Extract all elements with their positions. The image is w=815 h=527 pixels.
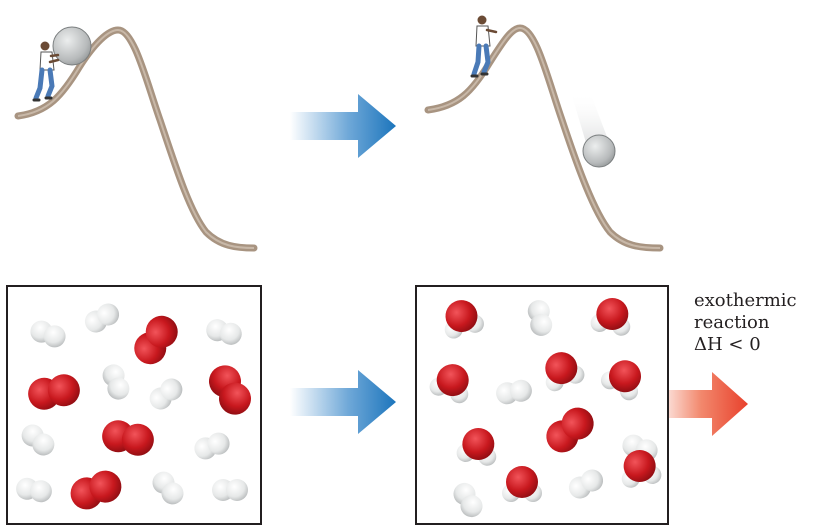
- arrow-right-bottom: [290, 370, 396, 434]
- h2-molecule: [21, 424, 55, 456]
- boulder-icon: [582, 134, 616, 168]
- h2-molecule: [496, 379, 532, 405]
- h2o-molecule: [621, 450, 662, 488]
- h2o-molecule: [502, 466, 542, 502]
- h2-molecule: [568, 469, 604, 499]
- hill-right-panel: [424, 15, 664, 252]
- h2-molecule: [152, 471, 184, 505]
- person-pushing-boulder-icon: [32, 41, 60, 102]
- h2o-molecule: [590, 298, 631, 336]
- h2-molecule: [102, 364, 130, 400]
- h2o-molecule: [456, 428, 497, 466]
- label-delta-h: ΔH < 0: [694, 334, 761, 355]
- h2-molecule: [84, 303, 120, 333]
- h2o-molecule: [444, 300, 484, 339]
- person-standing-icon: [470, 15, 498, 78]
- h2o-molecule: [545, 352, 585, 392]
- h2o-molecule: [600, 360, 641, 401]
- h2-molecule: [149, 378, 183, 410]
- label-exothermic: exothermic: [694, 290, 797, 311]
- hill-right: [424, 24, 664, 252]
- h2-molecule: [212, 479, 248, 501]
- o2-molecule: [134, 315, 178, 365]
- label-reaction: reaction: [694, 312, 770, 333]
- o2-molecule: [70, 470, 122, 510]
- o2-molecule: [209, 365, 251, 415]
- reactant-molecules: [16, 303, 251, 510]
- reaction-label: exothermic reaction ΔH < 0: [694, 290, 812, 356]
- product-molecules: [429, 298, 662, 518]
- o2-molecule: [102, 420, 154, 456]
- h2-molecule: [16, 477, 52, 503]
- arrow-exothermic: [654, 372, 748, 436]
- o2-molecule: [546, 407, 594, 453]
- h2-molecule: [527, 300, 553, 336]
- hill-left-panel: [14, 26, 258, 252]
- arrow-right-top: [290, 94, 396, 158]
- o2-molecule: [28, 374, 80, 410]
- h2-molecule: [30, 320, 66, 348]
- h2-molecule: [206, 319, 242, 345]
- boulder-icon: [52, 26, 92, 66]
- h2o-molecule: [429, 364, 469, 404]
- h2-molecule: [194, 432, 230, 460]
- h2-molecule: [453, 482, 483, 518]
